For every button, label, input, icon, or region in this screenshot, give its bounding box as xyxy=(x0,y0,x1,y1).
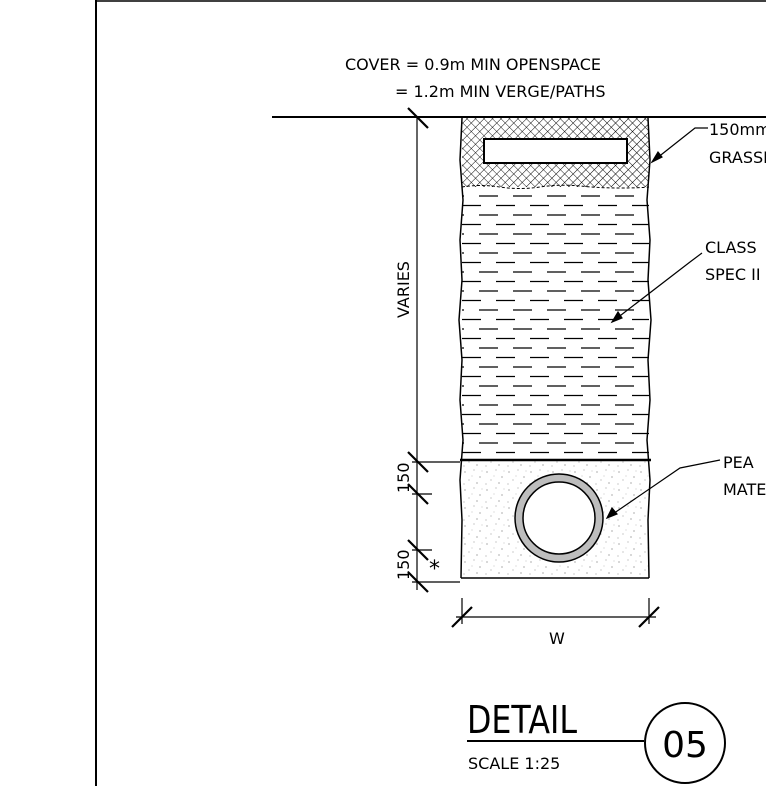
detail-number: 05 xyxy=(662,725,708,766)
bedding-label-2: MATE xyxy=(723,480,766,499)
detail-number-circle xyxy=(644,702,726,784)
vertical-dimension-text: VARIES 150 150 * xyxy=(394,261,440,582)
topsoil-label-2: GRASSE xyxy=(709,148,766,167)
grass-slot xyxy=(483,138,628,164)
topsoil-label-1: 150mm xyxy=(709,120,766,139)
bedding-above-dimension: 150 xyxy=(394,462,413,493)
vertical-dimensions xyxy=(407,107,460,593)
bedding-leader xyxy=(606,459,721,519)
cover-note: COVER = 0.9m MIN OPENSPACE = 1.2m MIN VE… xyxy=(345,55,606,101)
material-labels: 150mm GRASSE CLASS SPEC II PEA MATE xyxy=(705,120,766,499)
width-dimension xyxy=(451,598,660,628)
trench-right-wall xyxy=(646,117,652,579)
title-block: DETAIL SCALE 1:25 05 xyxy=(467,698,726,784)
asterisk-note: * xyxy=(429,557,440,582)
bedding-below-dimension: 150 xyxy=(394,549,413,580)
trench-section xyxy=(458,117,652,579)
varies-dimension: VARIES xyxy=(394,261,413,318)
bedding-label-1: PEA xyxy=(723,453,754,472)
cover-note-line-2: = 1.2m MIN VERGE/PATHS xyxy=(395,82,606,101)
sheet-border xyxy=(95,0,766,786)
topsoil-leader xyxy=(651,127,708,163)
detail-title: DETAIL xyxy=(467,698,577,742)
backfill-label-2: SPEC II xyxy=(705,265,761,284)
backfill-zone xyxy=(462,188,649,460)
leaders xyxy=(605,127,721,520)
backfill-leader xyxy=(611,252,703,323)
pipe-inner xyxy=(522,481,596,555)
topsoil-boundary xyxy=(461,184,650,189)
cover-note-line-1: COVER = 0.9m MIN OPENSPACE xyxy=(345,55,601,74)
trench-left-wall xyxy=(458,117,464,579)
backfill-label-1: CLASS xyxy=(705,238,757,257)
scale-label: SCALE 1:25 xyxy=(468,754,560,773)
width-label: W xyxy=(549,629,565,648)
